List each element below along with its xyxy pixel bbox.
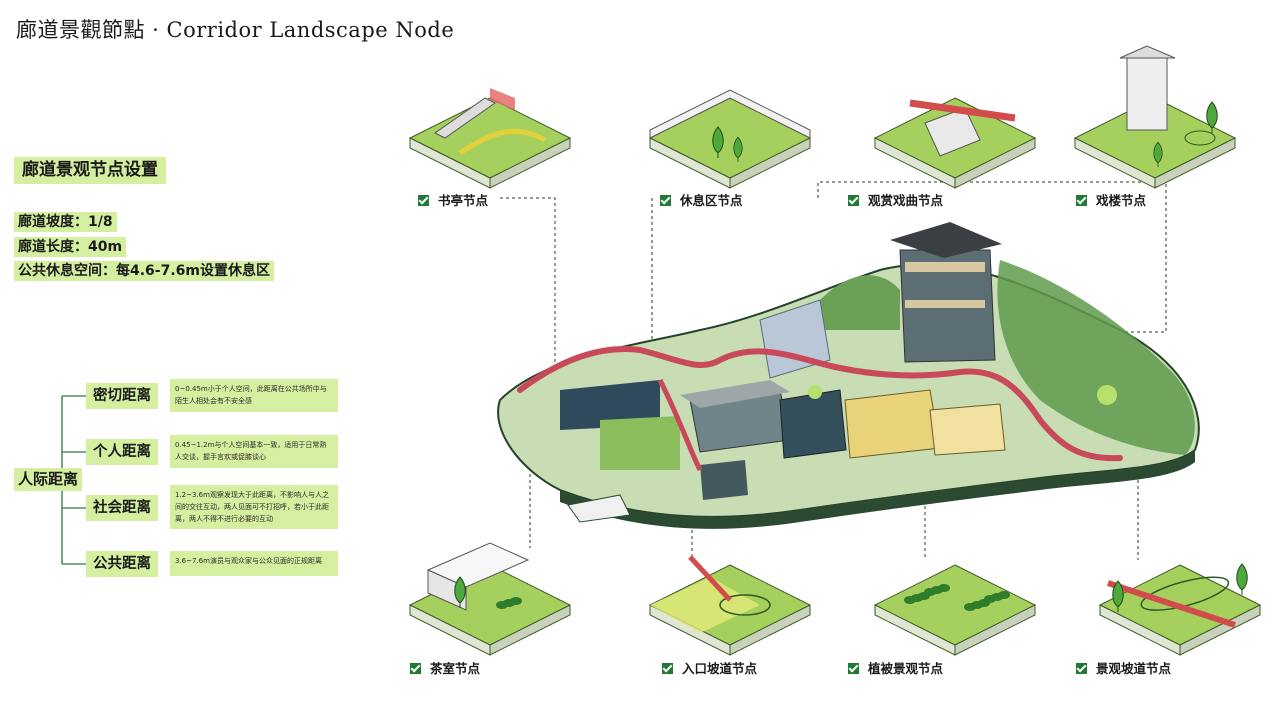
param-slope: 廊道坡度：1/8	[14, 212, 117, 232]
category-intimate: 密切距离	[86, 383, 158, 409]
check-icon	[1076, 663, 1087, 674]
category-social: 社会距离	[86, 495, 158, 521]
tile-book-pavilion	[409, 88, 571, 189]
tile-vegetation	[874, 564, 1036, 656]
node-entrance-ramp: 入口坡道节点	[662, 658, 757, 677]
check-icon	[662, 663, 673, 674]
tile-opera-tower	[1074, 45, 1236, 189]
tile-landscape-ramp	[1099, 563, 1261, 656]
desc-public: 3.6~7.6m演员与观众家与公众见面的正规距离	[170, 551, 338, 576]
leader-lines	[500, 181, 1167, 560]
param-rest-space: 公共休息空间：每4.6-7.6m设置休息区	[14, 261, 274, 281]
node-landscape-ramp: 景观坡道节点	[1076, 658, 1171, 677]
node-tea-room: 茶室节点	[410, 658, 480, 677]
desc-social: 1.2~3.6m观察发现大于此距离，不影响人与人之间的交往互动，两人见面可不打招…	[170, 485, 338, 529]
check-icon	[848, 663, 859, 674]
node-rest-area: 休息区节点	[660, 190, 743, 209]
tile-rest-area	[649, 89, 811, 189]
category-public: 公共距离	[86, 551, 158, 577]
distance-root-label: 人际距离	[14, 468, 83, 491]
section-heading: 廊道景观节点设置	[14, 157, 166, 184]
desc-personal: 0.45~1.2m与个人空间基本一致，适用于日常熟人交谈，握手言欢或促膝谈心	[170, 435, 338, 468]
check-icon	[660, 195, 671, 206]
page-title: 廊道景觀節點 · Corridor Landscape Node	[16, 18, 455, 42]
check-icon	[1076, 195, 1087, 206]
category-personal: 个人距离	[86, 439, 158, 465]
node-vegetation: 植被景观节点	[848, 658, 943, 677]
check-icon	[418, 195, 429, 206]
node-opera-viewing: 观赏戏曲节点	[848, 190, 943, 209]
check-icon	[848, 195, 859, 206]
site-model	[497, 222, 1200, 529]
check-icon	[410, 663, 421, 674]
param-length: 廊道长度：40m	[14, 237, 127, 257]
tile-tea-room	[409, 542, 571, 656]
tile-entrance-ramp	[649, 555, 811, 656]
desc-intimate: 0~0.45m小于个人空间，此距离在公共场所中与陌生人相处会有不安全感	[170, 379, 338, 412]
node-opera-tower: 戏楼节点	[1076, 190, 1146, 209]
tile-opera-viewing	[874, 97, 1036, 189]
node-book-pavilion: 书亭节点	[418, 190, 488, 209]
